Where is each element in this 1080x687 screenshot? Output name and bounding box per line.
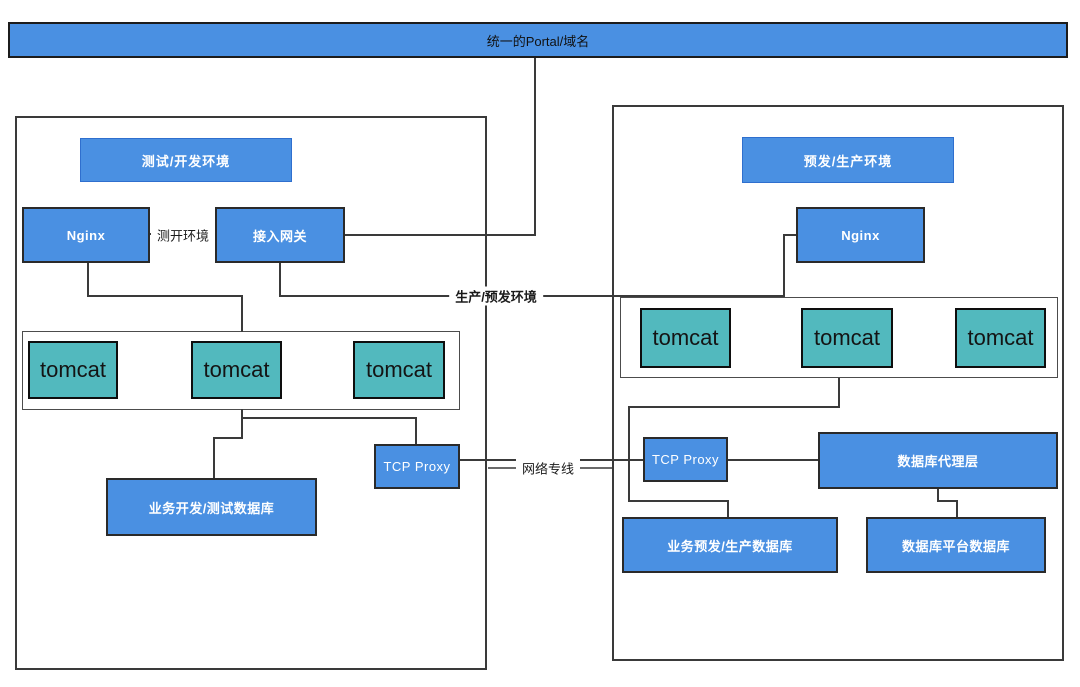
link-label-prod-pre-env: 生产/预发环境	[449, 286, 543, 306]
connector-portal-to-gateway	[345, 234, 536, 236]
left-nginx-node: Nginx	[22, 207, 150, 263]
connector-right-db-drop	[727, 500, 729, 517]
platform-db-node: 数据库平台数据库	[866, 517, 1046, 573]
connector-right-tomcat-drop	[838, 378, 840, 408]
connector-left-tomcat-drop	[241, 409, 243, 439]
connector-left-tee	[241, 417, 416, 419]
connector-right-run	[628, 406, 840, 408]
connector-tcp-to-dbproxy	[728, 459, 818, 461]
business-db-node: 业务预发/生产数据库	[622, 517, 838, 573]
right-tcp-proxy-node: TCP Proxy	[643, 437, 728, 482]
connector-left-to-tomcats	[241, 295, 243, 332]
access-gateway-node: 接入网关	[215, 207, 345, 263]
connector-gateway-drop	[279, 263, 281, 296]
left-database-node: 业务开发/测试数据库	[106, 478, 317, 536]
connector-left-db-run	[213, 437, 243, 439]
left-tomcat-node-1: tomcat	[28, 341, 118, 399]
connector-right-down	[628, 406, 630, 502]
connector-dbproxy-jog	[937, 500, 958, 502]
connector-platformdb-drop	[956, 500, 958, 517]
link-label-test-dev-env: 测开环境	[150, 225, 216, 245]
right-tomcat-node-1: tomcat	[640, 308, 731, 368]
right-tomcat-node-2: tomcat	[801, 308, 893, 368]
db-proxy-layer-node: 数据库代理层	[818, 432, 1058, 489]
connector-left-db-drop	[213, 437, 215, 478]
connector-right-nginx-riser	[783, 234, 785, 297]
link-label-network-line: 网络专线	[515, 458, 581, 478]
left-env-title: 测试/开发环境	[80, 138, 292, 182]
connector-left-tcp-drop	[415, 417, 417, 445]
connector-left-nginx-run	[87, 295, 243, 297]
left-tomcat-node-3: tomcat	[353, 341, 445, 399]
connector-dbproxy-drop	[937, 489, 939, 502]
right-tomcat-node-3: tomcat	[955, 308, 1046, 368]
portal-bar: 统一的Portal/域名	[8, 22, 1068, 58]
right-nginx-node: Nginx	[796, 207, 925, 263]
connector-left-nginx-drop	[87, 263, 89, 297]
right-env-title: 预发/生产环境	[742, 137, 954, 183]
left-tomcat-node-2: tomcat	[191, 341, 282, 399]
left-tcp-proxy-node: TCP Proxy	[374, 444, 460, 489]
connector-portal-drop	[534, 58, 536, 236]
connector-right-db-run	[628, 500, 729, 502]
connector-right-nginx-nub	[783, 234, 797, 236]
